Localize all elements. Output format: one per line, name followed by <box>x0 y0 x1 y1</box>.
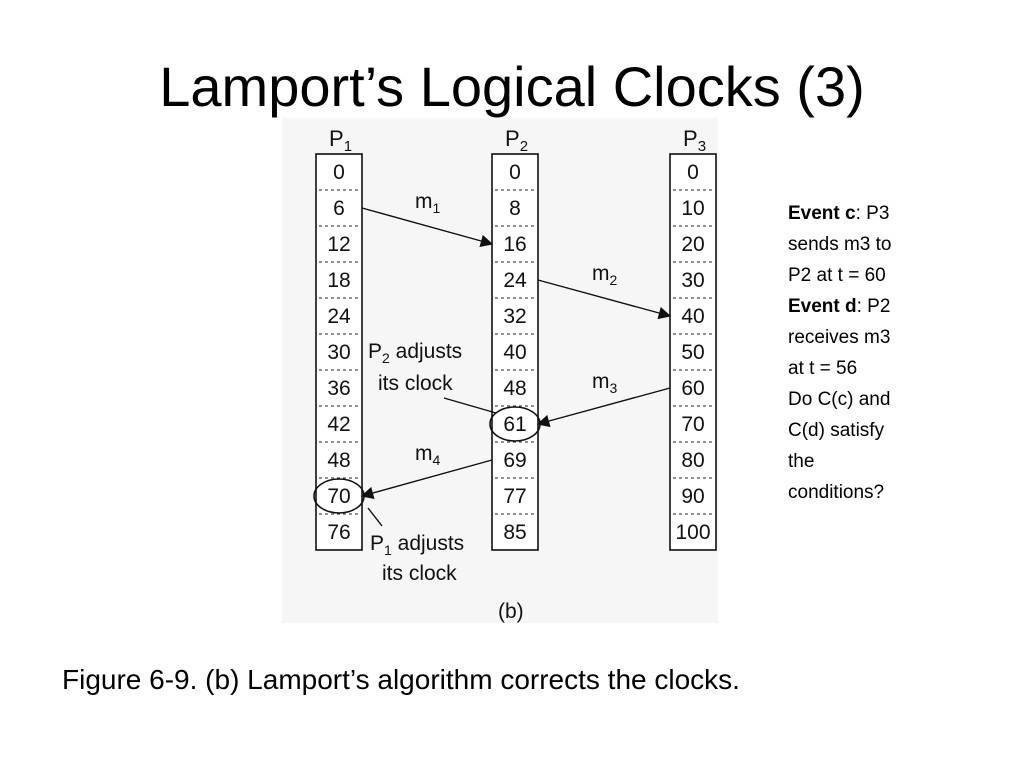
clock-value: 12 <box>327 233 350 256</box>
clock-value: 0 <box>333 161 345 184</box>
side-note-line-2: sends m3 to <box>788 234 892 255</box>
clock-value: 24 <box>327 305 351 328</box>
clock-value: 69 <box>503 449 526 472</box>
side-note-line-8: C(d) satisfy <box>788 420 885 441</box>
clock-value: 24 <box>503 269 527 292</box>
clock-value: 100 <box>675 521 710 544</box>
figure-caption: Figure 6-9. (b) Lamport’s algorithm corr… <box>62 664 740 695</box>
p1-adjust-label: P1 adjusts <box>370 532 464 558</box>
clock-value: 20 <box>681 233 704 256</box>
process-column-frame <box>315 153 363 551</box>
clock-value: 48 <box>327 449 350 472</box>
message-arrow-1 <box>361 207 494 248</box>
clock-value: 30 <box>681 269 704 292</box>
p1-adjust-label-line2: its clock <box>382 562 457 585</box>
event-c-label: Event c <box>788 203 856 224</box>
p2-adjust-pointer <box>443 397 497 414</box>
clock-value: 42 <box>327 413 350 436</box>
clock-value: 10 <box>681 197 704 220</box>
clock-value: 36 <box>327 377 350 400</box>
clock-value: 80 <box>681 449 704 472</box>
process-header-1: P1 <box>329 126 352 155</box>
figure-label: (b) <box>498 600 524 623</box>
message-label-2: m2 <box>592 262 618 288</box>
clock-value: 18 <box>327 269 350 292</box>
process-column-frame <box>669 153 717 551</box>
clock-value: 70 <box>681 413 704 436</box>
process-column-frame <box>491 153 539 551</box>
p2-adjust-label-line2: its clock <box>378 372 453 395</box>
clock-value: 60 <box>681 377 704 400</box>
clock-value: 40 <box>681 305 704 328</box>
lamport-clock-diagram: P1 0 6 12 18 24 30 36 42 48 70 76 P2 0 8 16 24 32 40 48 61 69… <box>313 126 717 623</box>
clock-value: 90 <box>681 485 704 508</box>
clock-value: 8 <box>509 197 521 220</box>
message-arrow-4 <box>360 459 493 500</box>
figure-panel: P1 0 6 12 18 24 30 36 42 48 70 76 P2 0 8 16 24 32 40 48 61 69… <box>282 118 718 623</box>
p1-adjust-pointer <box>367 507 383 527</box>
message-label-4: m4 <box>415 442 441 468</box>
side-note-line-3: P2 at t = 60 <box>788 265 886 286</box>
clock-value: 77 <box>503 485 526 508</box>
side-note-line-1: Event c: P3 <box>788 203 890 224</box>
clock-value: 32 <box>503 305 526 328</box>
side-note-line-5: receives m3 <box>788 327 891 348</box>
clock-value: 85 <box>503 521 526 544</box>
clock-value: 0 <box>509 161 521 184</box>
clock-value: 16 <box>503 233 526 256</box>
clock-value: 48 <box>503 377 526 400</box>
clock-value: 6 <box>333 197 345 220</box>
clock-value: 61 <box>503 413 526 436</box>
clock-value: 70 <box>327 485 350 508</box>
process-column-3: P3 0 10 20 30 40 50 60 70 80 90 100 <box>669 126 717 551</box>
message-label-1: m1 <box>415 190 441 216</box>
clock-value: 0 <box>687 161 699 184</box>
slide-title: Lamport’s Logical Clocks (3) <box>159 55 865 118</box>
p2-adjust-label: P2 adjusts <box>368 340 462 366</box>
process-column-2: P2 0 8 16 24 32 40 48 61 69 77 85 <box>491 126 539 551</box>
side-note-line-7: Do C(c) and <box>788 389 891 410</box>
process-header-3: P3 <box>683 126 706 155</box>
side-note-line-9: the <box>788 451 815 472</box>
message-arrow-3 <box>536 387 671 428</box>
clock-value: 40 <box>503 341 526 364</box>
process-header-2: P2 <box>505 126 528 155</box>
message-label-3: m3 <box>592 370 618 396</box>
process-column-1: P1 0 6 12 18 24 30 36 42 48 70 76 <box>315 126 363 551</box>
side-note-line-4: Event d: P2 <box>788 296 891 317</box>
event-d-label: Event d <box>788 296 857 317</box>
clock-value: 76 <box>327 521 350 544</box>
clock-value: 30 <box>327 341 350 364</box>
clock-value: 50 <box>681 341 704 364</box>
side-note-line-10: conditions? <box>788 482 885 503</box>
message-arrow-2 <box>537 279 672 320</box>
side-note: Event c: P3 sends m3 to P2 at t = 60 Eve… <box>788 198 948 508</box>
side-note-line-6: at t = 56 <box>788 358 858 379</box>
